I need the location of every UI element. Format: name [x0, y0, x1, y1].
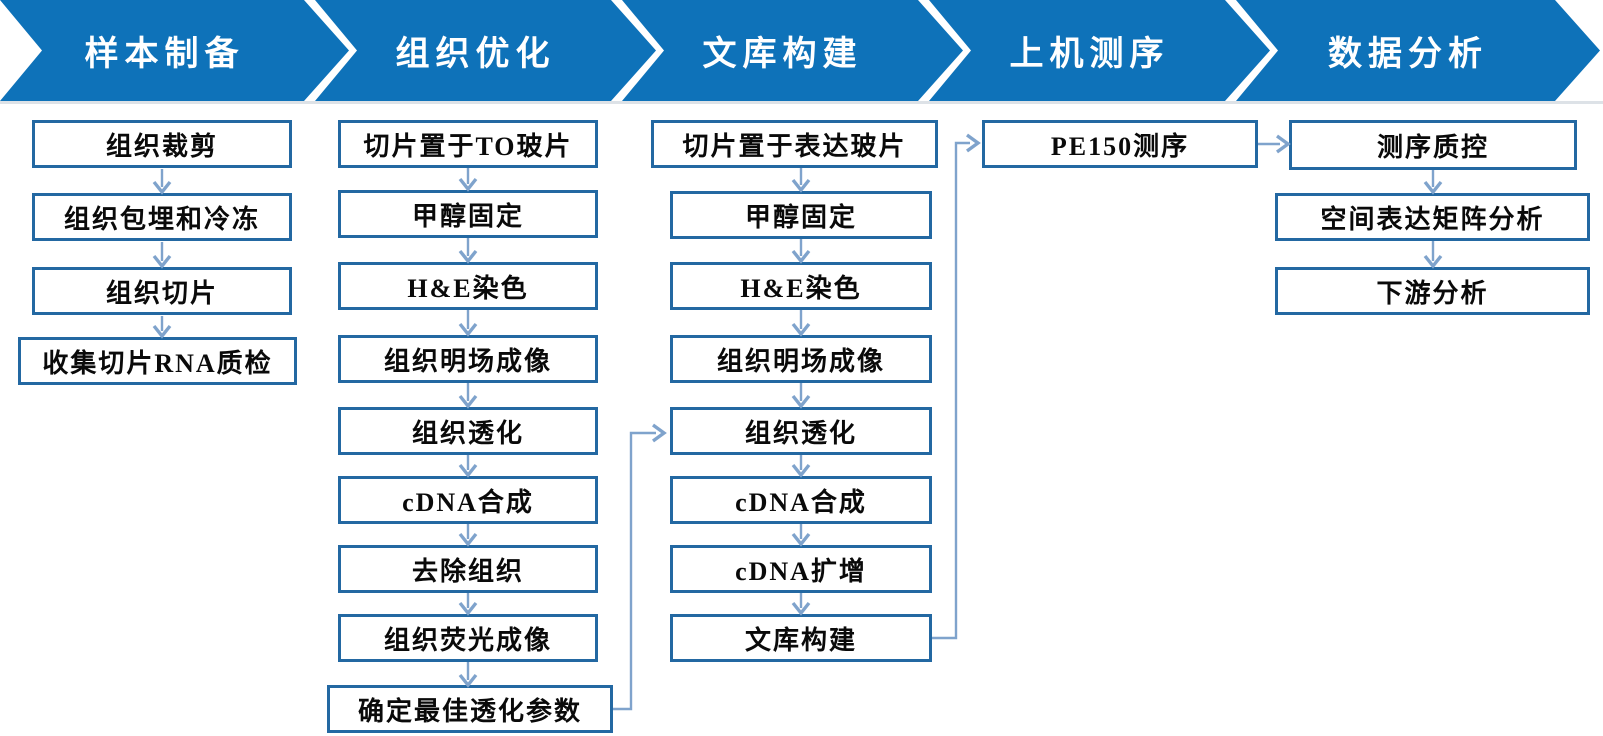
stage-chevron-tissue-optimization: 组织优化	[315, 0, 656, 101]
step-box: 测序质控	[1289, 120, 1577, 170]
stage-chevron-data-analysis: 数据分析	[1236, 0, 1600, 101]
stage-chevron-library-construction: 文库构建	[622, 0, 963, 101]
step-box: 甲醇固定	[338, 190, 598, 238]
stage-chevron-sequencing: 上机测序	[929, 0, 1270, 101]
step-box: 组织荧光成像	[338, 614, 598, 662]
step-box: H&E染色	[338, 262, 598, 310]
arrow-head-sequencing-to-qc	[1276, 134, 1291, 154]
stage-label: 文库构建	[702, 36, 863, 73]
step-box: cDNA合成	[670, 476, 932, 524]
step-box: 甲醇固定	[670, 191, 932, 239]
elbow-connector-library-to-sequencing	[932, 141, 970, 640]
step-box: cDNA合成	[338, 476, 598, 524]
step-box: PE150测序	[982, 120, 1258, 168]
stage-label: 组织优化	[395, 36, 556, 73]
step-box: 组织明场成像	[338, 335, 598, 383]
step-box: 去除组织	[338, 545, 598, 593]
step-box: 切片置于表达玻片	[651, 120, 938, 168]
elbow-head-optimization-to-library	[652, 423, 667, 443]
step-box: 切片置于TO玻片	[338, 120, 598, 168]
elbow-head-library-to-sequencing	[966, 133, 981, 153]
header-shadow-line	[0, 101, 1603, 104]
step-box: 组织透化	[670, 407, 932, 455]
stage-label: 样本制备	[84, 36, 245, 73]
step-box: 空间表达矩阵分析	[1275, 193, 1590, 241]
step-box: 组织明场成像	[670, 335, 932, 383]
stage-chevron-sample-prep: 样本制备	[0, 0, 349, 101]
step-box: 收集切片RNA质检	[18, 337, 297, 385]
step-box: 组织裁剪	[32, 120, 292, 168]
step-box: 组织切片	[32, 267, 292, 315]
stage-label: 数据分析	[1328, 36, 1488, 73]
step-box: 组织透化	[338, 407, 598, 455]
step-box: 文库构建	[670, 614, 932, 662]
step-box: 组织包埋和冷冻	[32, 193, 292, 241]
step-box: 下游分析	[1275, 267, 1590, 315]
step-box: H&E染色	[670, 262, 932, 310]
step-box: cDNA扩增	[670, 545, 932, 593]
elbow-connector-optimization-to-library	[613, 431, 656, 711]
stage-label: 上机测序	[1009, 36, 1170, 73]
step-box: 确定最佳透化参数	[327, 685, 613, 733]
